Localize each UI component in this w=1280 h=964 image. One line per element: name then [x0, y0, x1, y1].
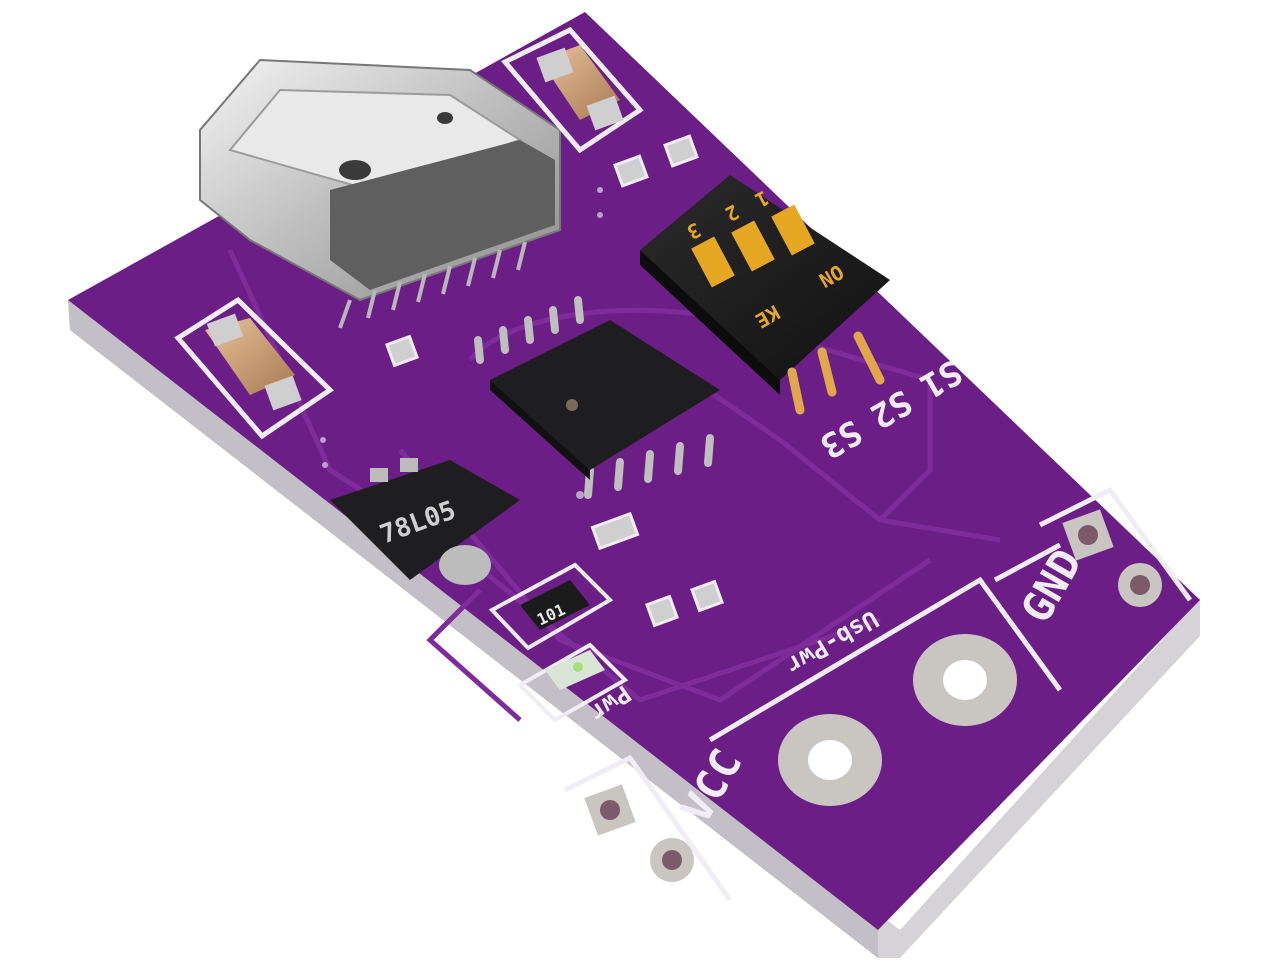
header-pads [584, 509, 1162, 882]
screw-terminal-pads [778, 634, 1017, 806]
vias [320, 187, 603, 499]
power-led [516, 642, 629, 723]
capacitor-top [501, 26, 644, 154]
board-edge-side [68, 300, 878, 958]
main-ic-chip [474, 296, 720, 499]
usb-c-connector [199, 58, 561, 329]
voltage-regulator: 78L05 [330, 458, 520, 585]
resistor-101: 101 [488, 562, 614, 651]
capacitor-left [174, 296, 334, 440]
terminal-outlines [563, 486, 1193, 902]
dip-switch: 3 2 1 ON KE [640, 175, 890, 415]
smd-pads [385, 134, 724, 628]
